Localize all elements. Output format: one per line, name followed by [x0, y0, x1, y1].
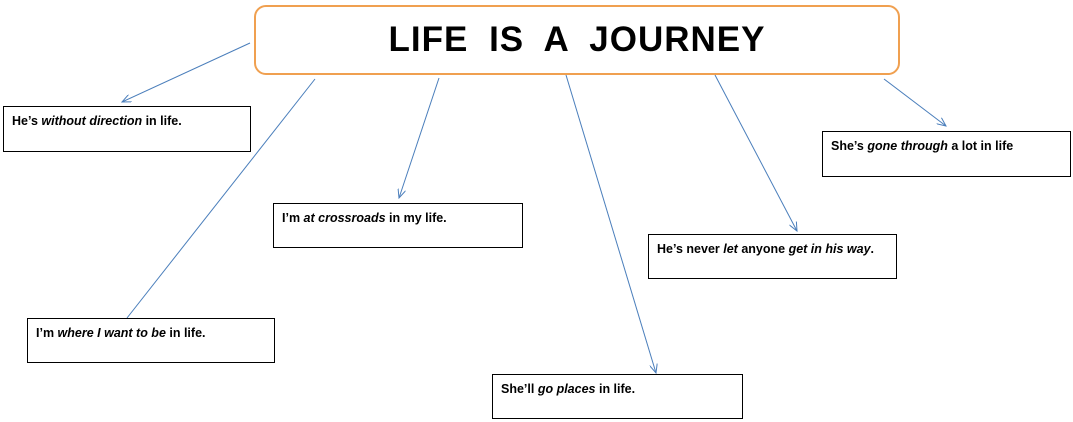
node-text-emphasis: at crossroads: [303, 211, 386, 225]
node-text-plain: I’m: [282, 211, 304, 225]
connector-get-in-his-way: [714, 74, 797, 231]
node-text-plain: in life.: [165, 326, 206, 340]
connector-gone-through: [883, 78, 946, 126]
node-text-plain: .: [870, 242, 875, 256]
node-text-plain: She’s: [831, 139, 868, 153]
node-text-plain: anyone: [737, 242, 789, 256]
connector-go-places: [565, 74, 656, 373]
connector-at-crossroads: [399, 77, 440, 198]
connector-without-direction: [122, 42, 251, 102]
node-text-emphasis: where I want to be: [57, 326, 166, 340]
node-text-plain: in my life.: [385, 211, 447, 225]
node-text-plain: He’s never: [657, 242, 724, 256]
node-without-direction: He’s without direction in life.: [3, 106, 251, 152]
node-text-plain: in life.: [142, 114, 182, 128]
node-text-emphasis: go places: [537, 382, 596, 396]
node-text-emphasis: let: [723, 242, 738, 256]
title-box: LIFE IS A JOURNEY: [254, 5, 900, 75]
node-where-i-want-to-be: I’m where I want to be in life.: [27, 318, 275, 363]
node-go-places: She’ll go places in life.: [492, 374, 743, 419]
node-text-plain: She’ll: [501, 382, 538, 396]
connector-where-i-want-to-be: [126, 78, 316, 319]
node-at-crossroads: I’m at crossroads in my life.: [273, 203, 523, 248]
node-gone-through: She’s gone through a lot in life: [822, 131, 1071, 177]
node-text-plain: in life.: [595, 382, 636, 396]
node-text-plain: He’s: [12, 114, 42, 128]
node-text-emphasis: without direction: [41, 114, 143, 128]
node-text-emphasis: get in his way: [788, 242, 871, 256]
node-text-plain: I’m: [36, 326, 58, 340]
node-text-emphasis: gone through: [867, 139, 948, 153]
node-text-plain: a lot in life: [947, 139, 1014, 153]
node-get-in-his-way: He’s never let anyone get in his way.: [648, 234, 897, 279]
diagram-title: LIFE IS A JOURNEY: [388, 20, 766, 59]
